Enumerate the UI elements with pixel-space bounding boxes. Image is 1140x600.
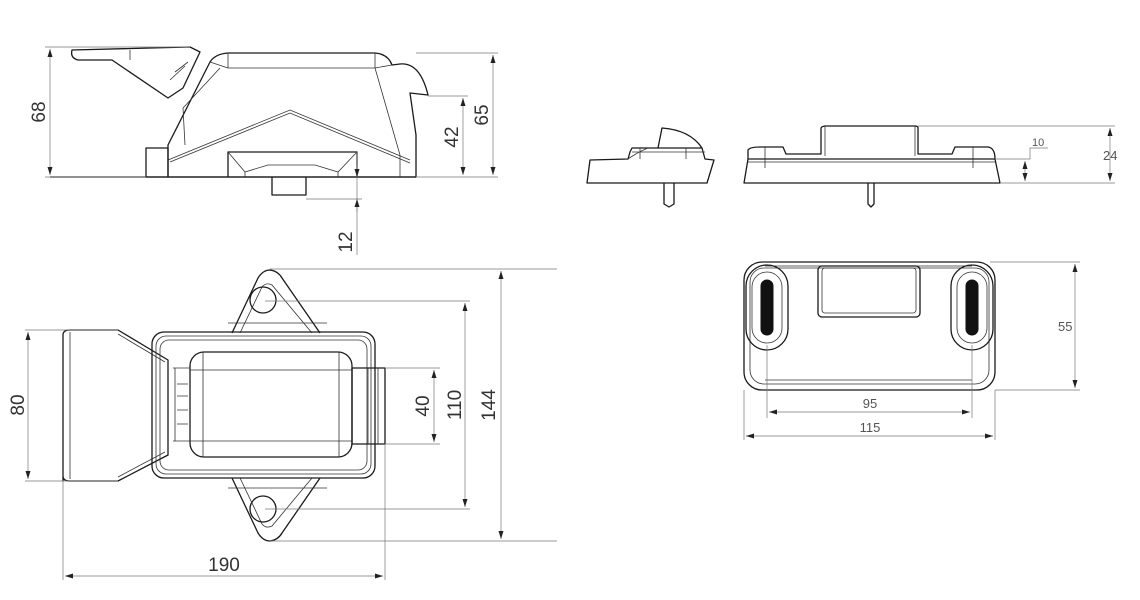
latch-top-dimensions: 80 40 110 144 190 xyxy=(8,268,557,580)
dim-115: 115 xyxy=(860,420,881,435)
dim-65: 65 xyxy=(472,104,493,125)
dim-190: 190 xyxy=(208,555,240,576)
strike-front-view xyxy=(743,125,1001,208)
dim-68: 68 xyxy=(29,101,50,122)
dim-24: 24 xyxy=(1103,148,1117,163)
dim-10: 10 xyxy=(1032,137,1044,149)
dim-42: 42 xyxy=(442,126,463,147)
dim-40: 40 xyxy=(413,395,434,416)
dim-110: 110 xyxy=(445,390,466,420)
latch-side-view xyxy=(50,46,429,196)
latch-top-view xyxy=(62,269,386,542)
dim-12: 12 xyxy=(336,231,357,252)
side-view-dimensions: 68 65 42 12 xyxy=(29,46,498,255)
strike-top-dimensions: 95 115 55 xyxy=(743,261,1080,440)
strike-top-view xyxy=(743,261,996,391)
dim-80: 80 xyxy=(8,394,29,415)
dim-144: 144 xyxy=(479,389,500,421)
dim-55: 55 xyxy=(1058,319,1072,334)
strike-front-dimensions: 24 10 xyxy=(918,125,1117,184)
strike-side-view xyxy=(586,127,715,208)
dim-95: 95 xyxy=(863,396,877,411)
